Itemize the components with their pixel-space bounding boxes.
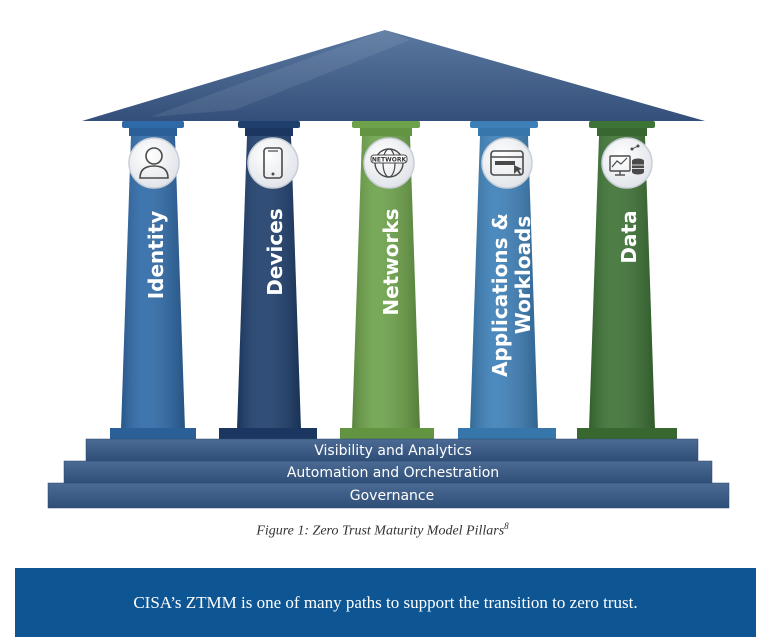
caption-footnote-ref: 8 bbox=[504, 521, 509, 531]
database-analytics-icon bbox=[601, 137, 653, 189]
pillar-label-data: Data bbox=[617, 210, 641, 263]
callout-banner: CISA’s ZTMM is one of many paths to supp… bbox=[15, 568, 756, 637]
pillar-label-applications: Applications & bbox=[488, 213, 512, 377]
browser-window-icon bbox=[481, 137, 533, 189]
caption-text: Figure 1: Zero Trust Maturity Model Pill… bbox=[256, 523, 505, 539]
step-governance bbox=[47, 482, 730, 509]
pillar-data: Data bbox=[577, 121, 677, 439]
pillar-identity: Identity bbox=[110, 121, 196, 439]
smartphone-icon bbox=[247, 137, 299, 189]
figure-caption: Figure 1: Zero Trust Maturity Model Pill… bbox=[0, 521, 765, 540]
pillar-label-workloads: Workloads bbox=[511, 216, 535, 335]
step-label-visibility: Visibility and Analytics bbox=[314, 443, 472, 459]
pillar-networks: NETWORK Networks bbox=[340, 121, 434, 439]
network-icon-label: NETWORK bbox=[372, 157, 407, 164]
person-icon bbox=[128, 137, 180, 189]
foundation-steps: Visibility and Analytics Automation and … bbox=[47, 438, 730, 509]
step-label-automation: Automation and Orchestration bbox=[287, 465, 499, 481]
pillar-applications-workloads: Applications & Workloads bbox=[458, 121, 556, 439]
pillar-label-devices: Devices bbox=[263, 208, 287, 295]
pillar-label-identity: Identity bbox=[144, 211, 168, 300]
pillar-devices: Devices bbox=[219, 121, 317, 439]
zero-trust-pillars-diagram: Identity Devices NETWORK Networks bbox=[47, 30, 730, 509]
network-globe-icon: NETWORK bbox=[363, 137, 415, 189]
pillar-label-networks: Networks bbox=[379, 208, 403, 315]
banner-text: CISA’s ZTMM is one of many paths to supp… bbox=[133, 593, 638, 612]
temple-roof bbox=[82, 30, 705, 121]
step-label-governance: Governance bbox=[350, 488, 434, 504]
